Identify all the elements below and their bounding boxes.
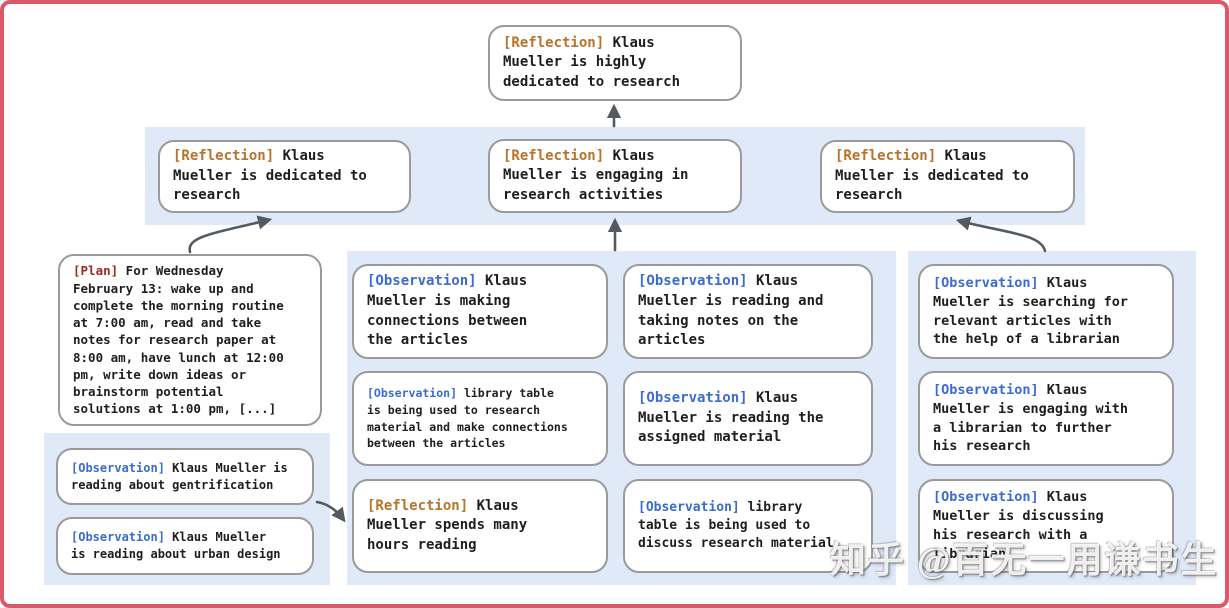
observation-node-library-table-research: [Observation] library table is being use… (352, 371, 608, 466)
node-text: [Plan] For Wednesday February 13: wake u… (73, 263, 284, 417)
arrow-right-band-to-right-reflection (955, 216, 1047, 253)
node-text: [Observation] Klaus Mueller is reading a… (71, 530, 281, 561)
node-text: [Reflection] Klaus Mueller spends many h… (367, 497, 528, 553)
node-text: [Observation] Klaus Mueller is reading a… (71, 460, 288, 492)
node-text: [Observation] Klaus Mueller is searching… (933, 274, 1129, 348)
node-text: [Observation] Klaus Mueller is making co… (367, 273, 528, 349)
observation-node-discussing-research: [Observation] Klaus Mueller is discussin… (918, 479, 1174, 573)
observation-node-gentrification: [Observation] Klaus Mueller is reading a… (56, 448, 314, 505)
node-text: [Reflection] Klaus Mueller is highly ded… (503, 34, 681, 90)
node-text: [Reflection] Klaus Mueller is engaging i… (503, 147, 689, 203)
reflection-node-root: [Reflection] Klaus Mueller is highly ded… (488, 25, 742, 101)
reflection-node-hours-reading: [Reflection] Klaus Mueller spends many h… (352, 479, 608, 573)
observation-node-urban-design: [Observation] Klaus Mueller is reading a… (56, 517, 314, 575)
observation-node-engaging-librarian: [Observation] Klaus Mueller is engaging … (918, 371, 1174, 466)
observation-node-making-connections: [Observation] Klaus Mueller is making co… (352, 264, 608, 359)
observation-node-taking-notes: [Observation] Klaus Mueller is reading a… (623, 264, 873, 359)
reflection-node-left: [Reflection] Klaus Mueller is dedicated … (158, 140, 411, 213)
node-text: [Observation] library table is being use… (638, 499, 834, 552)
observation-node-assigned-material: [Observation] Klaus Mueller is reading t… (623, 371, 873, 466)
reflection-node-right: [Reflection] Klaus Mueller is dedicated … (820, 140, 1075, 213)
node-text: [Reflection] Klaus Mueller is dedicated … (835, 148, 1029, 204)
reflection-node-middle: [Reflection] Klaus Mueller is engaging i… (488, 139, 742, 213)
plan-node: [Plan] For Wednesday February 13: wake u… (58, 254, 322, 426)
zhihu-watermark: 知乎 @百无一用谦书生 (830, 540, 1219, 580)
node-text: [Observation] Klaus Mueller is reading a… (638, 273, 824, 349)
observation-node-library-table-discuss: [Observation] library table is being use… (623, 479, 873, 573)
node-text: [Observation] library table is being use… (367, 386, 568, 451)
observation-node-searching-articles: [Observation] Klaus Mueller is searching… (918, 264, 1174, 359)
node-text: [Reflection] Klaus Mueller is dedicated … (173, 148, 367, 204)
node-text: [Observation] Klaus Mueller is discussin… (933, 489, 1104, 562)
node-text: [Observation] Klaus Mueller is engaging … (933, 381, 1129, 455)
node-text: [Observation] Klaus Mueller is reading t… (638, 390, 824, 446)
